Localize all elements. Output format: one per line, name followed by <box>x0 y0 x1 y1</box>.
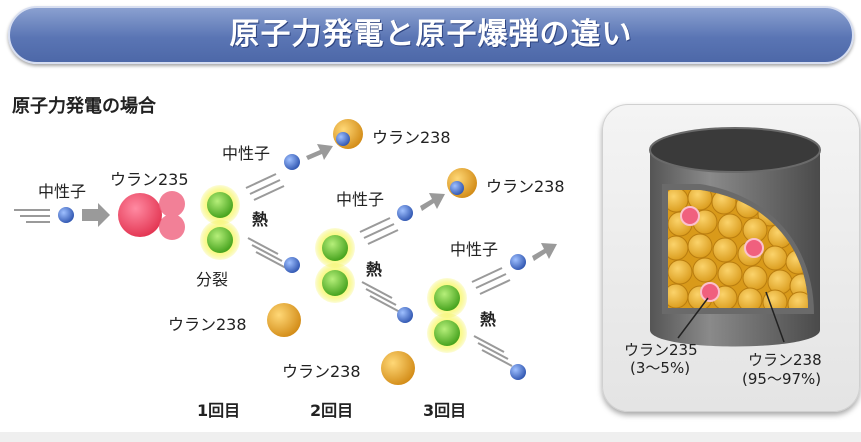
label-neutron-incoming: 中性子 <box>38 182 87 201</box>
callout-lines <box>677 291 785 343</box>
neutron-incoming <box>58 207 74 223</box>
uranium235-splitting <box>159 191 185 240</box>
fission-fragments-2 <box>315 228 355 303</box>
label-uranium235: ウラン235 <box>110 170 189 189</box>
absorbed-neutron-2 <box>450 181 464 195</box>
panel-label-u238: ウラン238 <box>748 351 822 369</box>
cylinder-rim <box>649 127 821 173</box>
neutron-trails-2 <box>359 217 401 313</box>
uranium238-standalone-1 <box>267 303 301 337</box>
uranium238-grains <box>668 190 808 308</box>
label-heat-2: 熱 <box>366 260 383 279</box>
bottom-divider <box>0 432 861 442</box>
step-label-2: 2回目 <box>310 401 354 420</box>
label-uranium238-2: ウラン238 <box>486 177 565 196</box>
neutron-3b <box>510 364 526 380</box>
label-neutron-3: 中性子 <box>450 240 499 259</box>
label-neutron-1: 中性子 <box>222 144 271 163</box>
label-fission: 分裂 <box>196 270 229 289</box>
step-label-1: 1回目 <box>197 401 241 420</box>
neutron-2a <box>397 205 413 221</box>
step-label-3: 3回目 <box>423 401 467 420</box>
panel-label-u235: ウラン235 <box>624 341 698 359</box>
absorbed-neutron-1 <box>336 132 350 146</box>
label-neutron-2: 中性子 <box>336 190 385 209</box>
uranium238-standalone-2 <box>381 351 415 385</box>
page-title: 原子力発電と原子爆弾の違い <box>229 17 633 52</box>
uranium235-nucleus <box>118 193 162 237</box>
neutron-1a <box>284 154 300 170</box>
title-banner: 原子力発電と原子爆弾の違い <box>8 6 854 64</box>
arrow-2 <box>420 193 445 211</box>
label-heat-3: 熱 <box>480 310 497 329</box>
panel-percent-u238: (95〜97%) <box>742 370 822 388</box>
label-uranium238-standalone-2: ウラン238 <box>282 362 361 381</box>
neutron-trails-1 <box>245 173 287 269</box>
neutron-2b <box>397 307 413 323</box>
neutron-1b <box>284 257 300 273</box>
label-uranium238-1: ウラン238 <box>372 128 451 147</box>
fission-fragments-1 <box>200 185 240 260</box>
label-heat-1: 熱 <box>252 210 269 229</box>
neutron-trails-3 <box>471 267 513 367</box>
cylinder-top <box>650 128 820 172</box>
neutron-3a <box>510 254 526 270</box>
fission-fragments-3 <box>427 278 467 353</box>
arrow-1 <box>306 144 333 160</box>
uranium235-grains <box>680 206 764 302</box>
label-uranium238-standalone-1: ウラン238 <box>168 315 247 334</box>
section-subtitle: 原子力発電の場合 <box>12 96 156 117</box>
incoming-trail <box>14 209 50 223</box>
panel-percent-u235: (3〜5%) <box>630 359 691 377</box>
arrow-to-u235 <box>82 203 110 227</box>
arrow-3 <box>532 243 557 261</box>
